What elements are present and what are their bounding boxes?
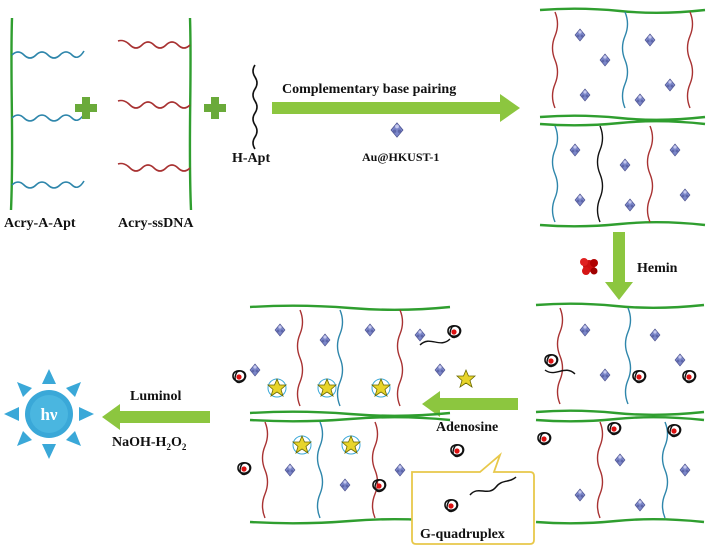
complementary-base-pairing-label: Complementary base pairing — [282, 82, 456, 97]
arrow-adenosine — [422, 391, 518, 417]
au-hkust-crystal-icon — [390, 122, 404, 138]
hydrogel-network-bottom-right — [535, 302, 705, 525]
arrow-luminol — [102, 404, 210, 430]
arrow-hemin — [605, 232, 633, 300]
luminol-label: Luminol — [130, 389, 181, 404]
plus-icon-2 — [204, 97, 226, 119]
g-quadruplex-callout — [411, 452, 535, 545]
hydrogel-network-bottom-middle — [232, 304, 465, 525]
acry-ssdna-strand-group — [117, 17, 193, 211]
adenosine-label: Adenosine — [436, 420, 498, 435]
hv-label: hν — [40, 405, 57, 424]
hemin-molecule-icon — [580, 258, 598, 275]
h-apt-strand — [252, 64, 258, 150]
hydrogel-network-top — [539, 7, 706, 228]
arrow-complementary — [272, 94, 520, 122]
acry-a-apt-strand-group — [9, 17, 85, 211]
hemin-label: Hemin — [637, 261, 678, 276]
naoh-h2o2-label: NaOH-H2O2 — [112, 435, 187, 452]
adenosine-star-icon — [456, 369, 476, 388]
h-apt-label: H-Apt — [232, 151, 270, 166]
plus-icon-1 — [75, 97, 97, 119]
acry-ssdna-label: Acry-ssDNA — [118, 216, 194, 231]
au-hkust-label: Au@HKUST-1 — [362, 150, 439, 164]
sun-icon — [4, 369, 94, 459]
g-quadruplex-label: G-quadruplex — [420, 527, 505, 542]
acry-a-apt-label: Acry-A-Apt — [4, 216, 76, 231]
